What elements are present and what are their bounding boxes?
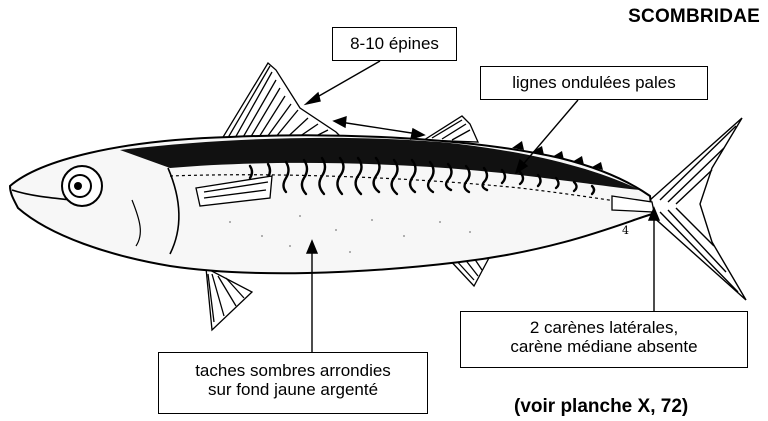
- illustrator-mark: 4: [622, 224, 629, 237]
- spots-label: taches sombres arrondies sur fond jaune …: [158, 352, 428, 414]
- eye-icon: [62, 166, 102, 206]
- plate-reference: (voir planche X, 72): [514, 396, 688, 418]
- second-dorsal-fin: [424, 116, 478, 142]
- family-title: SCOMBRIDAE: [628, 6, 760, 28]
- spots-label-line2: sur fond jaune argenté: [165, 380, 421, 399]
- pelvic-fin: [206, 268, 252, 330]
- spots-label-line1: taches sombres arrondies: [165, 361, 421, 380]
- keels-label: 2 carènes latérales, carène médiane abse…: [460, 311, 748, 368]
- spines-label-text: 8-10 épines: [350, 34, 439, 53]
- wavy-lines-label-text: lignes ondulées pales: [512, 73, 676, 92]
- keels-label-line2: carène médiane absente: [467, 337, 741, 356]
- spines-label: 8-10 épines: [332, 27, 457, 61]
- keels-label-line1: 2 carènes latérales,: [467, 318, 741, 337]
- caudal-fin: [650, 118, 746, 300]
- wavy-lines-label: lignes ondulées pales: [480, 66, 708, 100]
